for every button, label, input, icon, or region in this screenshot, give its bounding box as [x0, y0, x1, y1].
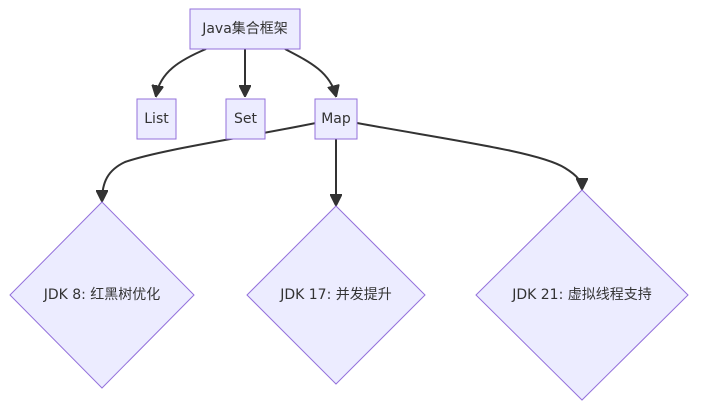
edge-map-to-jdk21 [356, 122, 582, 189]
node-list-box [136, 98, 177, 140]
node-map-box [314, 98, 358, 140]
node-list-label: List [144, 111, 169, 127]
node-set-box [225, 98, 266, 140]
node-jdk17-label: JDK 17: 并发提升 [279, 287, 392, 303]
node-map-label: Map [321, 111, 351, 127]
node-jdk8-diamond [9, 201, 195, 389]
node-jdk21-diamond [475, 189, 689, 401]
node-java-collections-box [189, 8, 301, 50]
node-jdk17-diamond [246, 205, 426, 385]
node-jdk21: JDK 21: 虚拟线程支持 [475, 189, 689, 401]
edge-root-to-map [284, 48, 336, 96]
node-map: Map [314, 98, 358, 140]
edge-root-to-list [156, 48, 207, 96]
node-list: List [136, 98, 177, 140]
node-set: Set [225, 98, 266, 140]
edge-map-to-jdk8 [102, 122, 317, 201]
node-java-collections: Java集合框架 [189, 8, 301, 50]
node-jdk17: JDK 17: 并发提升 [246, 205, 426, 385]
node-set-label: Set [234, 111, 258, 127]
node-jdk8: JDK 8: 红黑树优化 [9, 201, 195, 389]
node-jdk21-label: JDK 21: 虚拟线程支持 [511, 287, 652, 303]
node-java-collections-label: Java集合框架 [201, 20, 288, 37]
node-jdk8-label: JDK 8: 红黑树优化 [43, 287, 161, 303]
